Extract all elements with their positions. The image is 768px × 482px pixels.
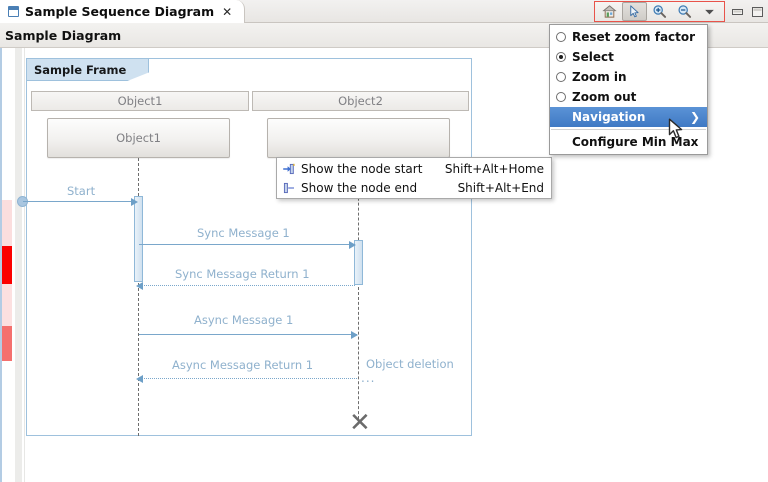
- menu-item-show-node-start[interactable]: Show the node start Shift+Alt+Home: [277, 159, 551, 178]
- ruler-marker[interactable]: [2, 246, 12, 284]
- mouse-cursor-icon: [668, 118, 685, 145]
- zoom-in-button[interactable]: [647, 2, 672, 21]
- arrow-icon: [131, 197, 138, 206]
- diagram-toolbar: [594, 1, 725, 22]
- overview-ruler[interactable]: [2, 48, 12, 482]
- message-label-sync-1: Sync Message 1: [197, 226, 290, 240]
- frame-label: Sample Frame: [27, 59, 150, 81]
- menu-item-label: Configure Min Max: [572, 135, 699, 149]
- ruler-marker[interactable]: [2, 326, 12, 361]
- select-tool-button[interactable]: [622, 2, 647, 21]
- node-navigation-context-menu[interactable]: Show the node start Shift+Alt+Home Show …: [276, 157, 552, 199]
- ruler-marker[interactable]: [2, 200, 12, 246]
- message-line-sync-return-1[interactable]: [141, 285, 355, 286]
- arrow-icon: [136, 374, 143, 383]
- message-label-start: Start: [67, 184, 96, 198]
- lifeline-header-object1[interactable]: Object1: [31, 91, 249, 111]
- zoom-dropdown-menu[interactable]: Reset zoom factor Select Zoom in Zoom ou…: [549, 24, 708, 155]
- menu-item-configure-min-max[interactable]: Configure Min Max: [550, 132, 707, 152]
- activation-bar-object2[interactable]: [354, 240, 363, 285]
- message-line-start[interactable]: [23, 201, 134, 202]
- ellipsis-marker: ...: [361, 371, 376, 385]
- activation-bar-object1[interactable]: [134, 196, 143, 282]
- home-button[interactable]: [597, 2, 622, 21]
- menu-item-label: Navigation: [572, 110, 646, 124]
- node-end-icon: [277, 181, 301, 195]
- message-label-async-return-1: Async Message Return 1: [172, 358, 314, 372]
- menu-item-show-node-end[interactable]: Show the node end Shift+Alt+End: [277, 178, 551, 197]
- lifeline-header-label: Object1: [117, 94, 163, 108]
- menu-item-reset-zoom-factor[interactable]: Reset zoom factor: [550, 27, 707, 47]
- menu-item-accelerator: Shift+Alt+Home: [444, 161, 544, 176]
- menu-item-label: Select: [572, 50, 614, 64]
- lifeline-object2[interactable]: [358, 158, 359, 424]
- lifeline-object1[interactable]: [138, 158, 139, 436]
- menu-item-accelerator: Shift+Alt+End: [457, 180, 544, 195]
- editor-tab-bar: Sample Sequence Diagram ✕: [0, 0, 768, 23]
- home-icon: [602, 4, 617, 19]
- message-label-sync-return-1: Sync Message Return 1: [175, 267, 310, 281]
- lifeline-box-label: Object1: [116, 131, 161, 145]
- lifeline-header-label: Object2: [338, 94, 383, 108]
- cursor-arrow-icon: [627, 4, 642, 19]
- sequence-frame[interactable]: Sample Frame Object1 Object2 Object1: [17, 58, 472, 438]
- window-controls: [731, 3, 764, 17]
- diagram-file-icon: [8, 6, 19, 17]
- editor-tab-sample-sequence-diagram[interactable]: Sample Sequence Diagram ✕: [0, 0, 246, 23]
- chevron-right-icon: ❯: [689, 110, 700, 124]
- menu-item-navigation[interactable]: Navigation ❯: [550, 107, 707, 127]
- lifeline-box-object2[interactable]: [267, 118, 450, 158]
- editor-left-rail: [0, 48, 2, 482]
- menu-item-zoom-in[interactable]: Zoom in: [550, 67, 707, 87]
- editor-tab-title: Sample Sequence Diagram: [25, 4, 215, 19]
- menu-item-label: Zoom in: [572, 70, 627, 84]
- menu-item-label: Zoom out: [572, 90, 637, 104]
- destruction-marker-icon: ✕: [349, 408, 371, 438]
- message-label-async-1: Async Message 1: [194, 313, 294, 327]
- message-line-async-return-1[interactable]: [141, 378, 357, 379]
- menu-item-label: Show the node end: [301, 180, 418, 195]
- ruler-marker[interactable]: [2, 284, 12, 326]
- toolbar-dropdown-button[interactable]: [697, 2, 722, 21]
- editor-gutter: [15, 48, 22, 482]
- radio-icon[interactable]: [556, 72, 566, 82]
- message-line-sync-1[interactable]: [139, 244, 355, 245]
- minimize-button[interactable]: [731, 3, 744, 15]
- menu-separator: [551, 129, 706, 130]
- arrow-icon: [349, 240, 356, 249]
- menu-item-label: Reset zoom factor: [572, 30, 696, 44]
- chevron-down-icon: [702, 4, 717, 19]
- zoom-out-button[interactable]: [672, 2, 697, 21]
- radio-icon[interactable]: [556, 32, 566, 42]
- close-icon[interactable]: ✕: [222, 4, 233, 19]
- arrow-icon: [351, 330, 358, 339]
- arrow-icon: [136, 281, 143, 290]
- message-line-async-1[interactable]: [139, 334, 357, 335]
- annotation-object-deletion: Object deletion: [366, 357, 454, 371]
- page-title: Sample Diagram: [5, 27, 122, 43]
- lifeline-header-object2[interactable]: Object2: [252, 91, 469, 111]
- lifeline-box-object1[interactable]: Object1: [47, 118, 230, 158]
- menu-item-select[interactable]: Select: [550, 47, 707, 67]
- node-start-icon: [277, 162, 301, 176]
- maximize-button[interactable]: [751, 3, 764, 17]
- radio-icon[interactable]: [556, 52, 566, 62]
- menu-item-zoom-out[interactable]: Zoom out: [550, 87, 707, 107]
- magnifier-minus-icon: [677, 4, 692, 19]
- menu-item-label: Show the node start: [301, 161, 423, 176]
- gutter-separator: [24, 48, 25, 482]
- magnifier-plus-icon: [652, 4, 667, 19]
- radio-icon[interactable]: [556, 92, 566, 102]
